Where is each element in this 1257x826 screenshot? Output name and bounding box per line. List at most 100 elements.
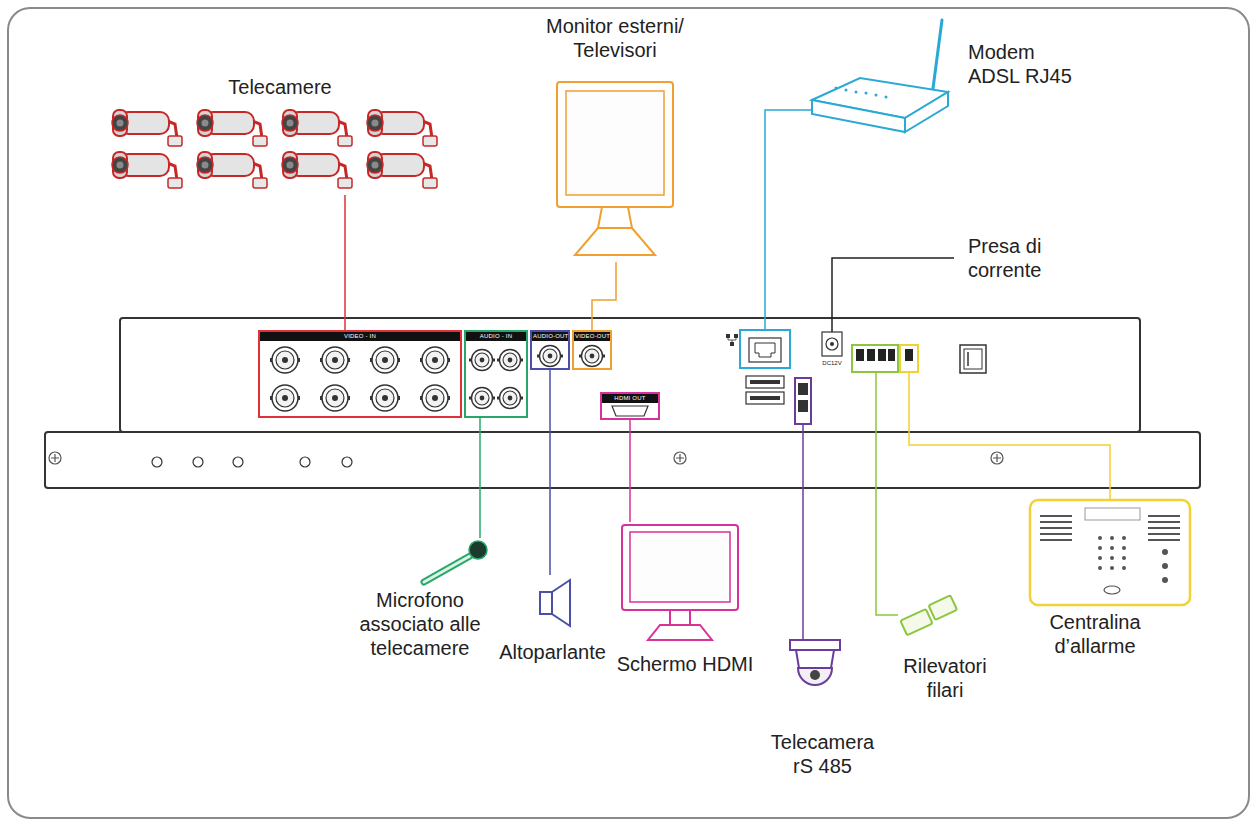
bnc-connector	[420, 385, 450, 411]
dvr-panel	[300, 457, 310, 467]
monitor-icon	[598, 207, 632, 228]
bnc-connector	[497, 388, 523, 409]
alarm-panel-icon	[1098, 556, 1102, 560]
microphone-icon	[424, 556, 470, 582]
port-group: AUDIO-OUT	[530, 330, 570, 370]
dvr-panel	[45, 432, 1200, 488]
dvr-panel	[51, 454, 1001, 462]
router-icon	[865, 92, 868, 95]
device-node: Altoparlante	[495, 575, 612, 670]
hdmi-monitor-icon	[622, 525, 738, 640]
alarm-panel-icon	[1162, 577, 1168, 583]
dome-camera-icon	[790, 640, 840, 650]
camera-icon	[112, 110, 182, 146]
alarm-panel-icon	[1122, 536, 1126, 540]
hdmi-monitor-icon	[670, 610, 690, 625]
port-label: HDMI OUT	[602, 394, 658, 403]
device-caption: Telecamere	[100, 75, 460, 99]
bnc-connector	[370, 385, 400, 411]
caption-block: Telecamera rS 485	[765, 730, 880, 778]
router-icon	[885, 96, 888, 99]
device-caption: Microfono associato alle telecamere	[350, 588, 490, 660]
port-header: AUDIO - IN	[466, 332, 526, 341]
port-group: AUDIO - IN	[464, 330, 528, 418]
rs485-terminal	[795, 378, 811, 424]
lan-port	[749, 338, 781, 362]
camera-icon	[282, 110, 352, 146]
device-caption: Monitor esterni/ Televisori	[530, 14, 700, 62]
speaker-icon	[552, 580, 570, 626]
camera-icon	[112, 152, 182, 188]
caption-block: Rilevatori filari	[890, 654, 1000, 702]
router-icon	[932, 20, 942, 96]
hdmi-monitor-icon	[648, 625, 712, 640]
router-icon	[812, 20, 948, 132]
usb-port	[746, 376, 784, 404]
lan-port	[734, 334, 738, 338]
bnc-connector	[420, 347, 450, 373]
detector-icon	[900, 609, 932, 635]
lan-port	[726, 330, 790, 368]
bnc-connector	[270, 346, 605, 412]
alarm-panel-icon	[1122, 546, 1126, 550]
bnc-connector	[537, 346, 563, 367]
alarm-panel-icon	[1122, 556, 1126, 560]
power-switch	[964, 349, 982, 369]
alarm-terminal-block	[852, 345, 898, 372]
alarm-terminal-block	[900, 345, 918, 372]
router-icon	[845, 89, 848, 92]
device-caption: Telecamera rS 485	[765, 730, 880, 778]
alarm-panel-icon	[1110, 556, 1114, 560]
alarm-panel-icon	[1085, 508, 1140, 520]
device-node: Monitor esterni/ Televisori	[530, 14, 702, 262]
rs485-terminal	[798, 400, 808, 412]
device-node: Modem ADSL RJ45	[800, 14, 1110, 146]
lan-port	[740, 330, 790, 368]
dome-camera-icon	[810, 670, 820, 680]
bnc-connector	[469, 350, 495, 371]
alarm-panel-icon	[1162, 549, 1168, 555]
camera-icon	[112, 110, 437, 188]
alarm-panel-icon	[1110, 566, 1114, 570]
bnc-connector	[579, 346, 605, 367]
dvr-panel	[193, 457, 203, 467]
cable-line	[765, 110, 1110, 640]
hdmi-port	[612, 406, 648, 416]
alarm-terminal-block	[878, 349, 886, 361]
microphone-icon	[469, 541, 487, 559]
alarm-terminal-block	[856, 349, 864, 361]
hdmi-monitor-icon	[630, 532, 730, 602]
power-switch	[960, 345, 986, 373]
camera-icon	[367, 110, 437, 146]
device-node: Schermo HDMI	[612, 522, 760, 690]
dvr-panel	[45, 318, 1200, 488]
speaker-icon	[540, 592, 552, 614]
port-group: VIDEO - IN	[258, 330, 462, 418]
device-caption: Schermo HDMI	[612, 652, 758, 676]
port-header: HDMI OUT	[602, 394, 658, 403]
cable-line	[802, 424, 804, 640]
dvr-panel	[233, 457, 243, 467]
rs485-terminal	[798, 383, 808, 395]
alarm-panel-icon	[1030, 500, 1190, 605]
lan-port	[728, 338, 736, 342]
device-node: Telecamere	[100, 75, 462, 195]
device-node: Rilevatori filari	[890, 592, 1002, 715]
bnc-connector	[469, 388, 495, 409]
dvr-panel	[120, 318, 1140, 432]
caption-block: Microfono associato alle telecamere	[350, 588, 490, 660]
speaker-icon	[540, 580, 570, 626]
cable-line	[876, 372, 898, 615]
device-caption: Presa di corrente	[968, 234, 1098, 282]
alarm-terminal-block	[888, 349, 895, 361]
port-header: VIDEO - IN	[260, 332, 460, 341]
microphone-icon	[424, 556, 470, 582]
port-marking: DC12V	[812, 359, 852, 367]
router-icon	[905, 92, 948, 132]
alarm-panel-icon	[1030, 500, 1190, 605]
camera-icon	[282, 152, 352, 188]
caption-block: Monitor esterni/ Televisori	[530, 14, 700, 62]
